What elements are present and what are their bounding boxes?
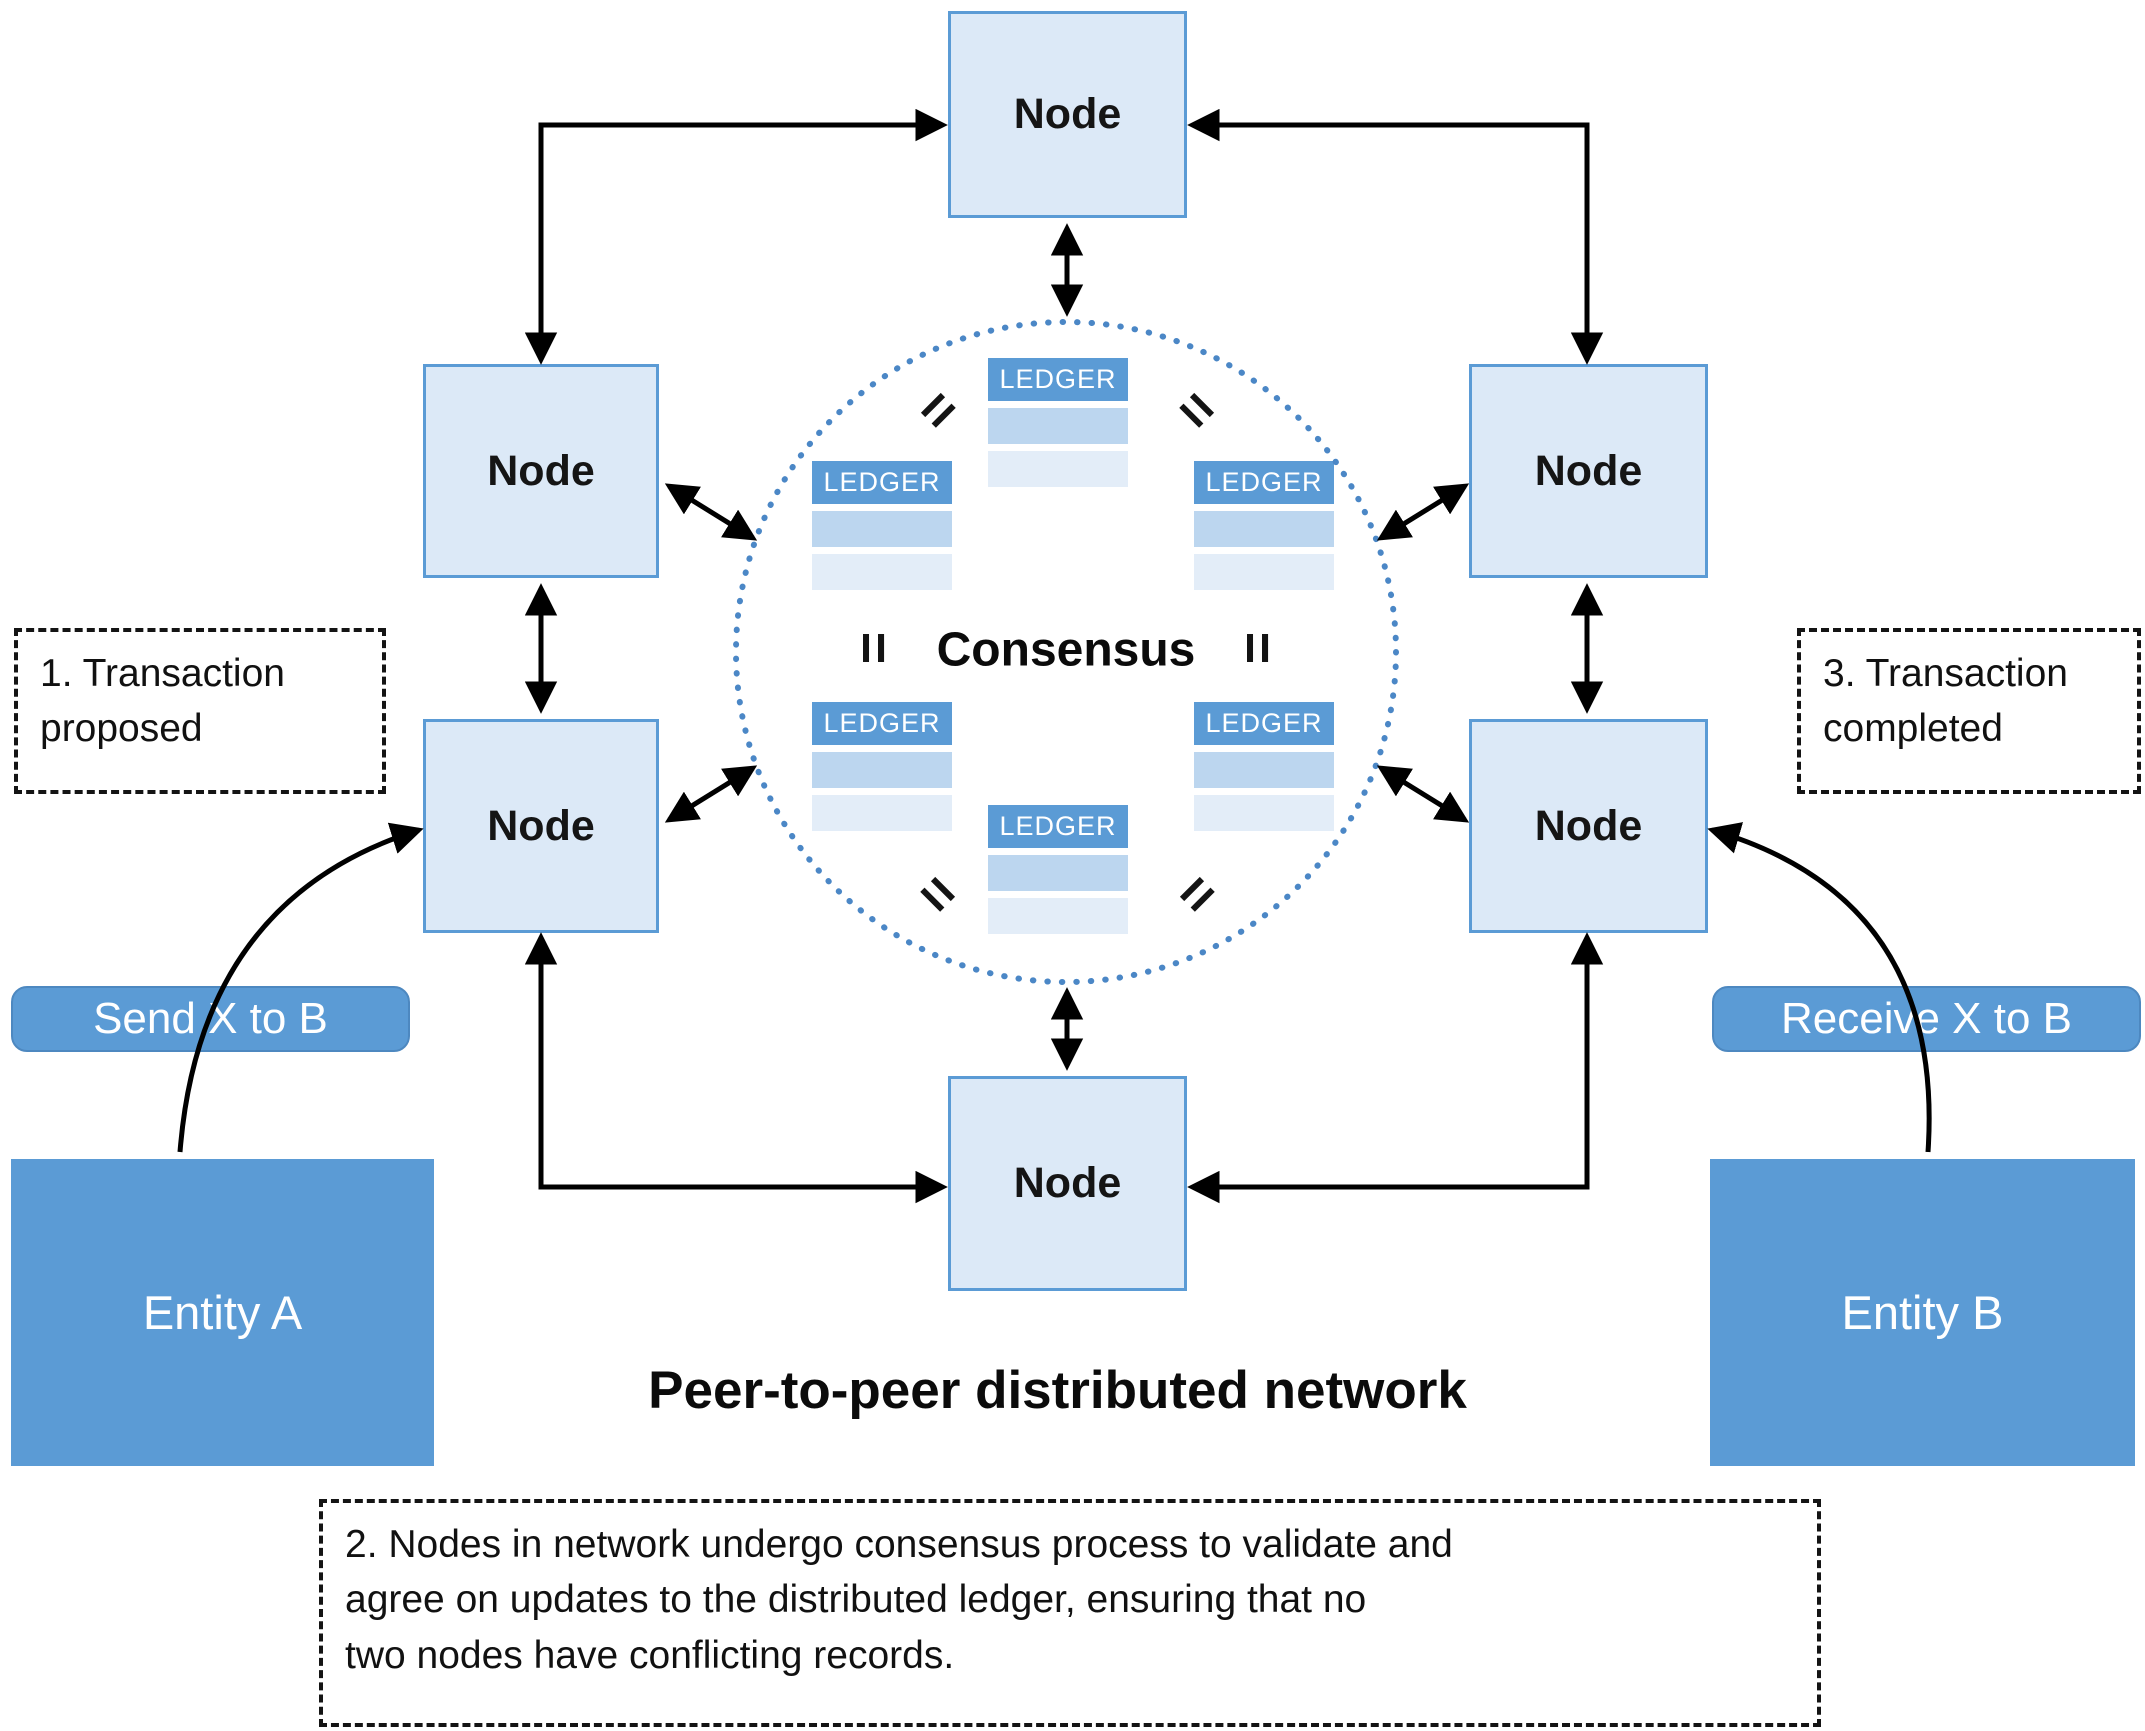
receive-label-pill: Receive X to B [1712,986,2141,1052]
ledger-lower-left: LEDGER [812,702,952,831]
node-lower-right: Node [1469,719,1708,933]
ledger-lower-right: LEDGER [1194,702,1334,831]
arrow-bottom-left-elbow [524,932,948,1204]
equals-icon: = [1227,631,1290,665]
note-line: completed [1823,707,2003,751]
note-transaction-proposed: 1. Transaction proposed [14,628,386,794]
ledger-row [1194,511,1334,547]
equals-icon: = [1163,375,1232,444]
ledger-title: LEDGER [988,805,1128,848]
node-label: Node [1534,446,1643,495]
ledger-row [812,752,952,788]
note-transaction-completed: 3. Transaction completed [1797,628,2141,794]
arrow-top-right-elbow [1187,108,1604,365]
send-label-pill: Send X to B [11,986,410,1052]
ledger-row [812,795,952,831]
arrow-bottom-right-elbow [1187,932,1604,1204]
ledger-title: LEDGER [1194,461,1334,504]
entity-a-label: Entity A [142,1286,303,1339]
entity-b-label: Entity B [1841,1286,2004,1339]
ledger-top: LEDGER [988,358,1128,487]
ledger-row [988,451,1128,487]
entity-b-box: Entity B [1710,1159,2135,1466]
ledger-bottom: LEDGER [988,805,1128,934]
node-upper-right: Node [1469,364,1708,578]
arrow-lowerleft-circle [664,765,758,823]
ledger-row [988,408,1128,444]
ledger-upper-right: LEDGER [1194,461,1334,590]
note-line: 3. Transaction [1823,652,2068,695]
node-label: Node [1013,90,1122,138]
equals-icon: = [843,631,906,665]
receive-label: Receive X to B [1780,994,2073,1043]
note-line: two nodes have conflicting records. [345,1633,955,1677]
arrow-lowerright-circle [1376,765,1470,823]
send-label: Send X to B [93,994,328,1043]
ledger-title: LEDGER [812,461,952,504]
note-line: 1. Transaction [40,652,285,695]
diagram-title: Peer-to-peer distributed network [648,1361,1467,1420]
ledger-row [1194,795,1334,831]
equals-icon: = [1162,859,1231,928]
arrow-upperright-circle [1376,483,1470,541]
ledger-title: LEDGER [988,358,1128,401]
ledger-row [1194,752,1334,788]
node-label: Node [487,446,595,495]
entity-a-box: Entity A [11,1159,434,1466]
node-lower-left: Node [423,719,659,933]
ledger-row [812,511,952,547]
consensus-label: Consensus [936,623,1196,677]
ledger-row [1194,554,1334,590]
ledger-row [988,855,1128,891]
note-line: 2. Nodes in network undergo consensus pr… [345,1523,1453,1566]
node-label: Node [487,801,595,850]
ledger-upper-left: LEDGER [812,461,952,590]
node-upper-left: Node [423,364,659,578]
ledger-title: LEDGER [1194,702,1334,745]
equals-icon: = [903,375,972,444]
node-label: Node [1534,801,1643,850]
node-bottom: Node [948,1076,1187,1291]
ledger-row [988,898,1128,934]
node-label: Node [1013,1159,1122,1207]
arrow-top-left-elbow [524,108,948,365]
note-line: proposed [40,707,203,751]
ledger-row [812,554,952,590]
arrow-upperleft-circle [664,483,758,541]
equals-icon: = [904,859,973,928]
note-consensus-process: 2. Nodes in network undergo consensus pr… [319,1499,1821,1727]
node-top: Node [948,11,1187,218]
ledger-title: LEDGER [812,702,952,745]
note-line: agree on updates to the distributed ledg… [345,1578,1367,1622]
